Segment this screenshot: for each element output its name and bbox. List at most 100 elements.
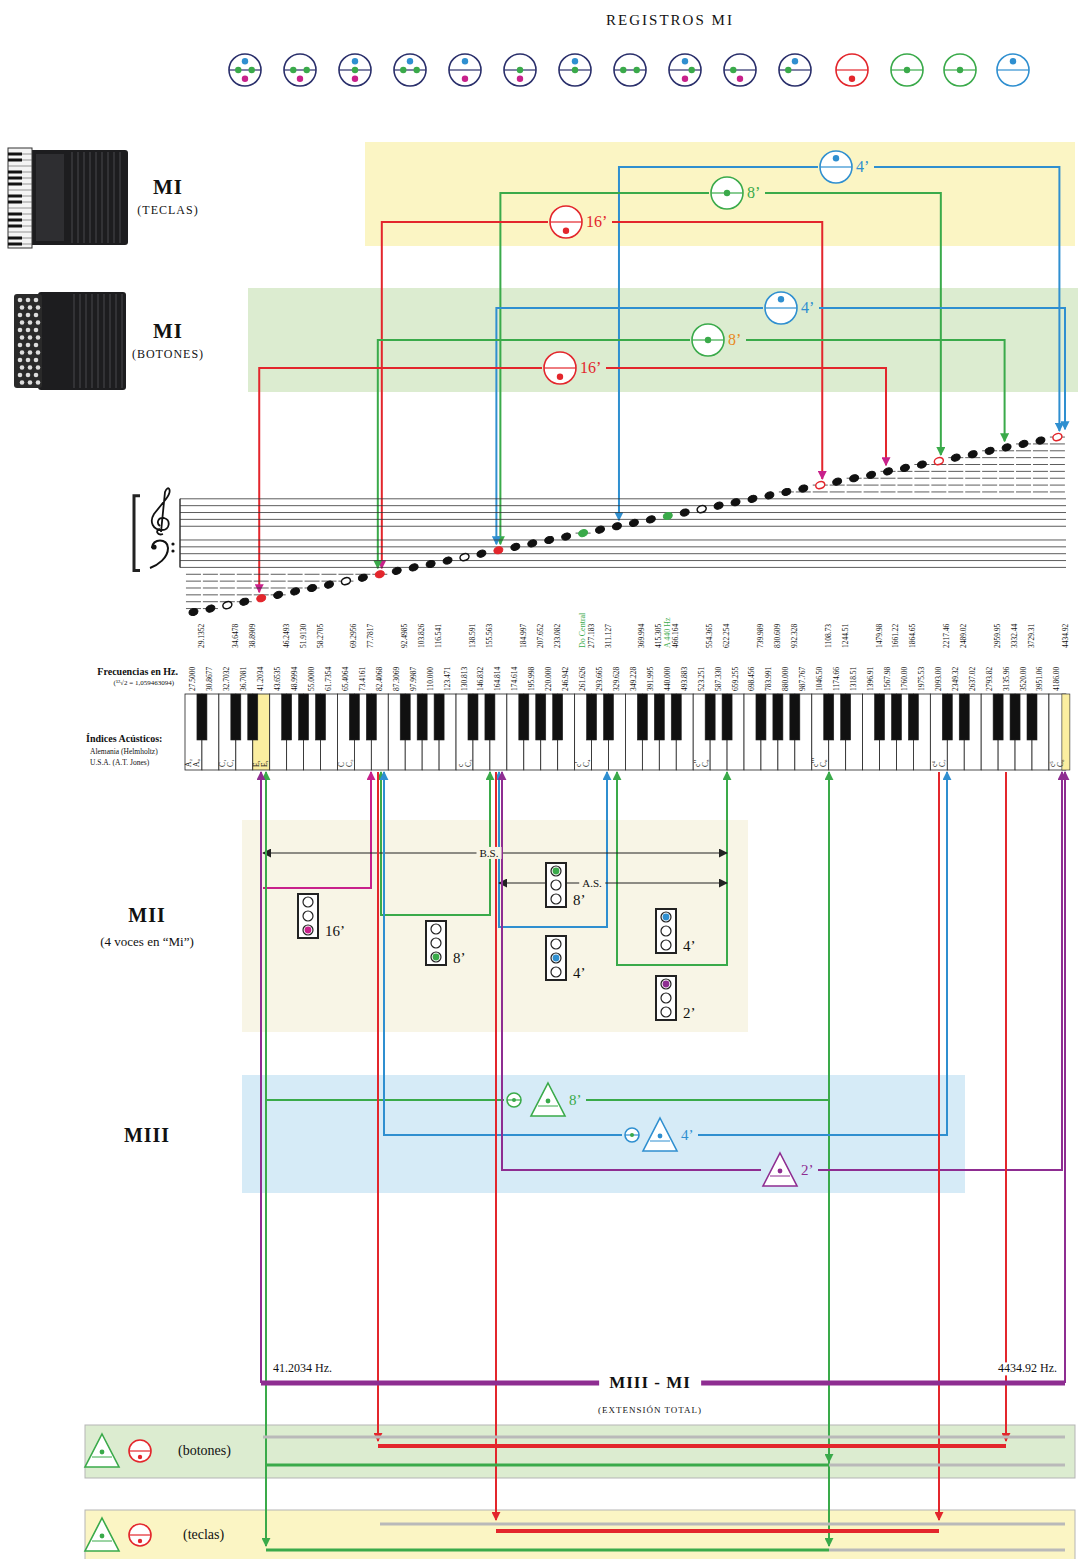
- reed-block-symbol: [299, 895, 317, 937]
- frequency-label: 82.4068: [376, 667, 384, 691]
- frequency-label: 739.989: [757, 624, 765, 648]
- register-label: 2’: [682, 1005, 697, 1022]
- ledger-line: [1050, 485, 1065, 486]
- reed-block-symbol: [657, 910, 675, 952]
- register-label: 16’: [580, 359, 601, 377]
- ledger-line: [965, 491, 980, 492]
- accordion-black-key: [8, 177, 22, 180]
- ledger-line: [948, 464, 963, 465]
- reed-dot: [833, 155, 839, 161]
- bellows-fold: [72, 152, 73, 243]
- key-index-label: E₁: [261, 760, 269, 767]
- register-circle: [625, 1128, 639, 1142]
- register-range-line: [384, 772, 947, 1135]
- register-label: 16’: [586, 213, 607, 231]
- ledger-line: [847, 491, 862, 492]
- ledger-line: [288, 581, 303, 582]
- ledger-line: [931, 485, 946, 486]
- ledger-line: [186, 587, 201, 588]
- black-key: [485, 694, 495, 740]
- section-title: MI: [153, 320, 183, 343]
- ledger-line: [220, 594, 235, 595]
- bellows-fold: [114, 152, 115, 243]
- note-head: [730, 497, 741, 507]
- register-switch: 4’: [763, 290, 819, 326]
- accordion-black-key: [8, 153, 22, 156]
- black-key: [197, 694, 207, 740]
- accordion-key: [8, 238, 32, 239]
- key-index-label: c⁴: [931, 761, 939, 767]
- register-label: 4’: [856, 158, 869, 176]
- accordion-button: [20, 365, 25, 370]
- bellows-fold: [102, 152, 103, 243]
- reed-block-symbol: [547, 864, 565, 906]
- note-head: [916, 460, 927, 470]
- note-head: [578, 528, 589, 538]
- ledger-line: [220, 587, 235, 588]
- frequency-label: 174.614: [512, 667, 520, 691]
- ledger-line: [982, 457, 997, 458]
- note-head: [222, 600, 233, 610]
- ledger-line: [271, 587, 286, 588]
- note-head: [527, 539, 538, 549]
- register-circle: [544, 352, 576, 384]
- accordion-button: [36, 350, 41, 355]
- black-key: [1062, 694, 1070, 770]
- register-symbol: [229, 54, 261, 86]
- register-circle: [836, 54, 868, 86]
- reed-dot: [517, 67, 523, 73]
- black-key: [400, 694, 410, 740]
- staff-barline: [180, 499, 181, 568]
- reed-circle: [551, 967, 561, 977]
- register-circle: [669, 54, 701, 86]
- reed-dot: [785, 67, 791, 73]
- frequency-label: 329.628: [613, 667, 621, 691]
- register-label: 8’: [747, 184, 760, 202]
- frequency-label: 587.330: [715, 667, 723, 691]
- ledger-line: [1016, 478, 1031, 479]
- accordion-button: [34, 358, 39, 363]
- frequency-label: 41.2034: [257, 667, 265, 691]
- range-panel: (botones): [85, 1425, 1075, 1478]
- frequency-label: 1479.98: [876, 624, 884, 648]
- ledger-line: [1016, 450, 1031, 451]
- accordion-black-key: [8, 195, 22, 198]
- frequency-label: 3520.00: [1020, 667, 1028, 691]
- accordion-button: [34, 343, 39, 348]
- register-range-line: [502, 772, 1062, 1170]
- frequency-label: 830.609: [774, 624, 782, 648]
- black-key: [891, 694, 901, 740]
- ledger-line: [203, 601, 218, 602]
- staff-line: [180, 519, 1066, 520]
- frequency-label: 87.3069: [393, 667, 401, 691]
- ledger-line: [864, 491, 879, 492]
- reed-dot: [297, 76, 303, 82]
- note-head: [510, 542, 521, 552]
- black-key: [908, 694, 918, 740]
- note-head: [205, 604, 216, 614]
- ledger-line: [1050, 491, 1065, 492]
- reed-block: 8’: [545, 862, 567, 908]
- accordion-button: [28, 305, 33, 310]
- frequency-label: 38.8909: [249, 624, 257, 648]
- accordion-button: [18, 373, 23, 378]
- ledger-line: [220, 574, 235, 575]
- ledger-line: [237, 594, 252, 595]
- bellows-fold: [74, 294, 75, 388]
- section-subtitle: (BOTONES): [132, 348, 204, 361]
- frequency-label: 880.000: [783, 667, 791, 691]
- accordion-button: [18, 328, 23, 333]
- reed-dot: [663, 981, 670, 988]
- bellows-fold: [96, 152, 97, 243]
- ledger-line: [999, 471, 1014, 472]
- note-head: [493, 545, 504, 555]
- ledger-line: [982, 471, 997, 472]
- register-circle: [692, 324, 724, 356]
- bellows-fold: [98, 294, 99, 388]
- frequency-label: 30.8677: [207, 667, 215, 691]
- note-head: [764, 491, 775, 501]
- note-head: [374, 570, 385, 580]
- reed-circle: [661, 940, 671, 950]
- black-key: [993, 694, 1003, 740]
